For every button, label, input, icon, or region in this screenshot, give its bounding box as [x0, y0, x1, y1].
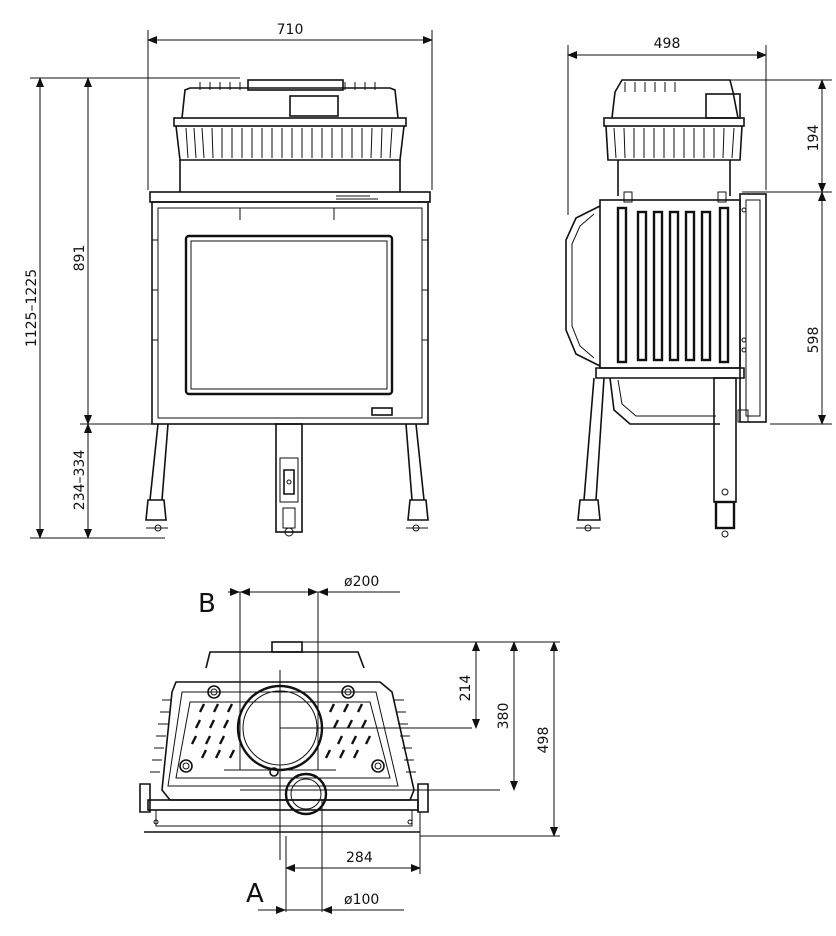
top-dimensions: ø200 B 214 380 498 284 ø100 A	[198, 574, 560, 914]
front-dimensions: 710 1125–1225 891 234–334	[24, 22, 433, 539]
air-diameter-label: ø100	[344, 892, 379, 908]
dimension-label: 498	[654, 36, 681, 52]
dimension-label: 498	[536, 727, 552, 754]
flue-diameter-label: ø200	[344, 574, 379, 590]
dimension-label: 284	[346, 850, 373, 866]
dimension-label: 1125–1225	[24, 269, 40, 347]
dimension-label: 214	[458, 675, 474, 702]
outlet-b-label: B	[198, 589, 216, 619]
dimension-label: 380	[496, 703, 512, 730]
dimension-label: 194	[806, 125, 822, 152]
dimension-label: 234–334	[72, 450, 88, 511]
side-view	[565, 79, 767, 538]
top-view	[139, 641, 500, 833]
inlet-a-label: A	[246, 879, 264, 909]
front-view	[145, 79, 431, 537]
side-dimensions: 498 194 598	[567, 36, 832, 425]
dimension-label: 598	[806, 327, 822, 354]
dimension-label: 891	[72, 245, 88, 272]
dimension-label: 710	[277, 22, 304, 38]
